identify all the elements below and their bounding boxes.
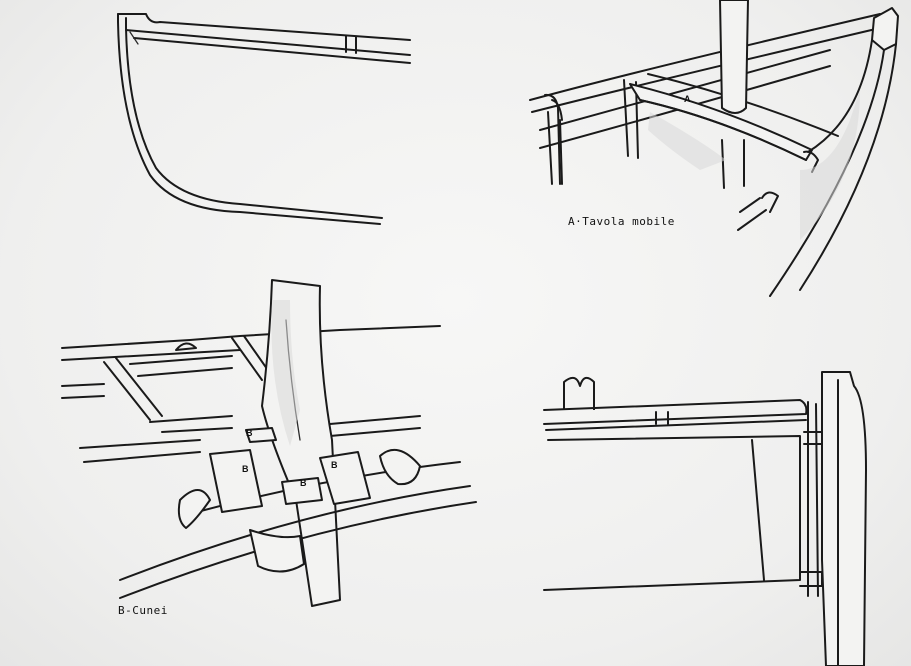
wedge-marker-b4: B: [300, 478, 307, 488]
wedge-marker-b1: B: [246, 428, 253, 438]
wedges-sketch: [61, 279, 477, 607]
board-marker-a: A: [684, 94, 691, 104]
hull-profile-sketch: [117, 13, 411, 225]
movable-board-sketch: [529, 0, 899, 297]
wedge-marker-b3: B: [331, 460, 338, 470]
caption-wedges: B-Cunei: [118, 604, 168, 617]
wedge-marker-b2: B: [242, 464, 249, 474]
caption-movable-board: A·Tavola mobile: [568, 215, 675, 228]
rudder-profile-sketch: [543, 371, 867, 666]
